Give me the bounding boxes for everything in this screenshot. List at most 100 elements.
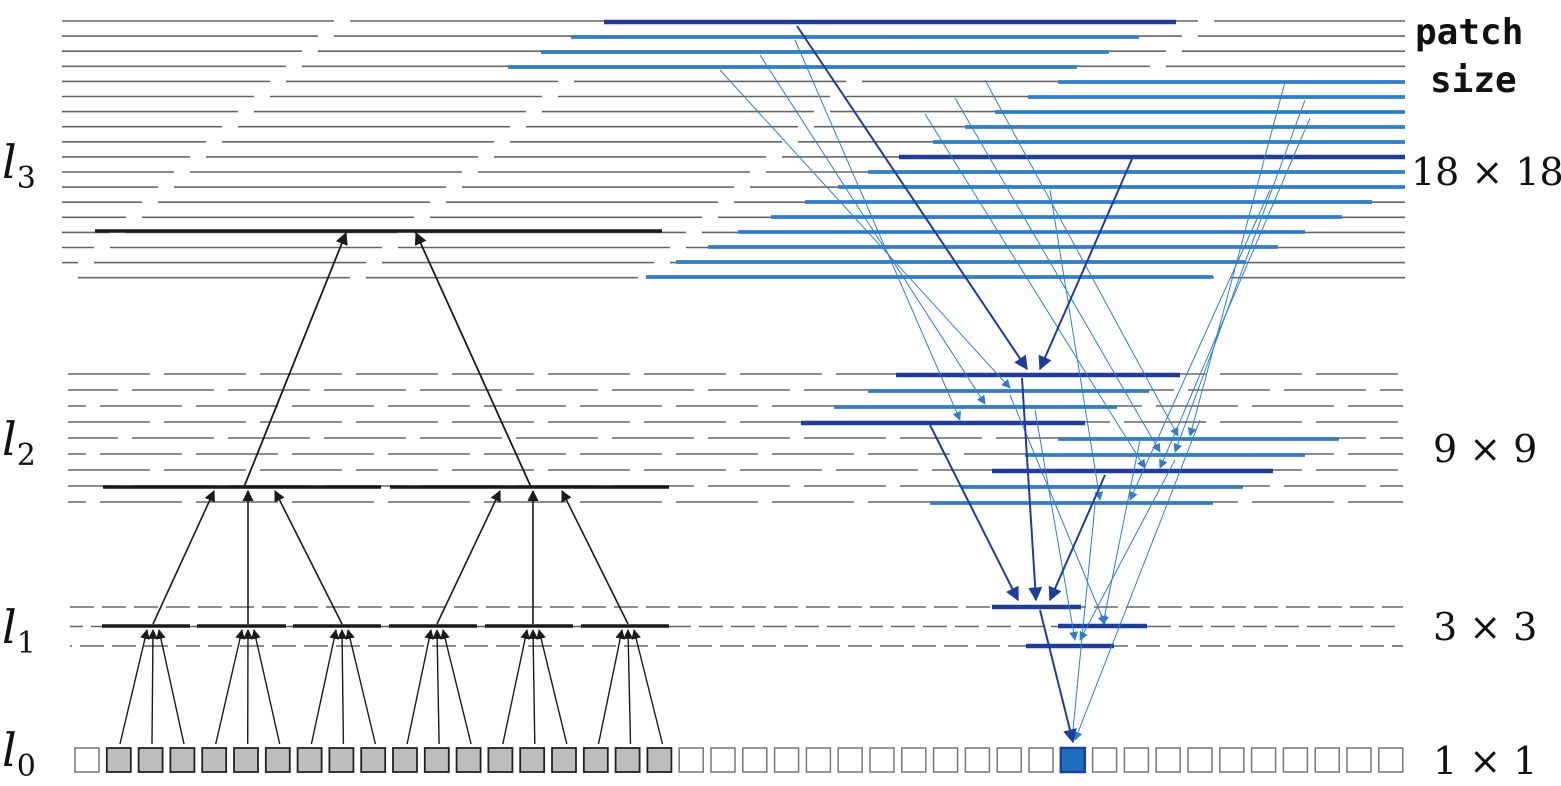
black-arrow [440,629,472,745]
black-arrow [156,629,185,745]
pixel-cell [1378,747,1404,773]
blue-thin-arrow [954,97,1161,453]
black-arrow [536,629,568,745]
patch-size-l2: 9 × 9 [1433,427,1537,471]
blue-thin-arrow [1100,439,1141,625]
black-arrow [528,629,539,745]
blue-thin-arrow [924,113,1146,469]
blue-thin-arrow [794,39,961,421]
blue-thin-arrow [1187,81,1286,437]
blue-thin-arrow [1129,189,1271,501]
blue-thin-arrow [1068,504,1096,741]
pixel-cell-selected [582,747,609,773]
pixel-cell [773,747,800,773]
patch-size-title-line2: size [1430,60,1517,101]
pixel-cell-selected [296,747,323,773]
black-patch-tree [95,229,669,745]
pixel-cell-selected [264,747,291,773]
blue-thin-arrow [1073,419,1201,741]
background-patch-lines [62,20,1405,647]
pixel-cell [742,747,768,773]
patch-size-l0: 1 × 1 [1433,739,1537,783]
blue-thin-arrow [1079,459,1176,641]
black-arrow [337,629,348,745]
level-label-l1: l1 [2,600,36,661]
black-arrow [215,629,245,745]
blue-dark-arrow [929,424,1019,602]
black-arrow [345,629,377,745]
pixel-cell-selected [392,747,418,773]
black-arrow [148,629,158,745]
black-arrow [502,629,530,745]
pixel-cell [837,747,863,773]
pixel-cell [1091,747,1118,773]
blue-dark-arrow [796,25,1028,371]
level-label-l2: l2 [2,412,36,473]
pixel-cell [869,747,895,773]
blue-thin-arrow [1049,189,1104,501]
pixel-cell [1028,747,1054,773]
pixel-cell-selected [169,747,196,773]
pixel-cell [1219,747,1245,773]
black-arrow [631,629,664,745]
black-arrow [274,489,343,625]
pixel-cell-selected [360,747,387,773]
pixel-cell-selected [105,747,132,773]
pixel-cell [805,747,832,773]
black-arrow [597,629,626,745]
pixel-cell [1314,747,1340,773]
pixel-cell-selected [646,747,673,773]
black-arrow [406,629,434,745]
level-label-l0: l0 [2,723,36,784]
pixel-cell [901,747,927,773]
pixel-cell-selected [487,747,514,773]
black-arrow [251,629,281,745]
pixel-cell-selected [614,747,641,773]
blue-dark-arrow [1039,609,1077,744]
pixel-cell-selected [233,747,259,773]
pixel-cell [1155,747,1181,773]
blue-dark-arrow [1021,377,1043,602]
pixel-cell-target [1059,746,1087,774]
black-arrow [119,629,150,745]
pixel-cell [964,747,991,773]
black-arrow [243,231,348,488]
blue-thin-arrow [1159,117,1311,469]
black-arrow [152,489,215,625]
pixel-cell [996,747,1022,773]
pixel-row-l0 [74,746,1404,774]
blue-thin-arrow [719,69,1011,389]
blue-thin-arrow [1034,409,1079,641]
blue-dark-arrow [1048,474,1106,602]
blue-patch-tree [508,19,1405,744]
blue-thin-arrow [984,79,1179,437]
pixel-cell [678,747,704,773]
black-arrow [414,231,532,488]
blue-thin-arrow [1173,99,1306,453]
pixel-cell [1187,747,1213,773]
pixel-cell [710,747,736,773]
pixel-cell [74,747,100,773]
black-arrow [310,629,339,745]
black-arrow [436,489,501,625]
pixel-cell-selected [137,747,164,773]
pixel-cell [932,747,959,773]
pixel-cell-selected [551,747,577,773]
pixel-cell [1282,747,1309,773]
patch-size-l1: 3 × 3 [1433,605,1537,649]
pixel-cell [1346,747,1372,773]
pixel-cell-selected [328,747,355,773]
black-arrow [432,629,443,745]
pixel-cell-selected [423,747,450,773]
blue-thin-arrow [759,54,986,405]
pixel-cell-selected [201,747,228,773]
pixel-cell [1250,747,1277,773]
pixel-cell-selected [455,747,482,773]
pixel-cell-selected [519,747,546,773]
patch-size-title-line1: patch [1415,12,1523,53]
patch-size-l3: 18 × 18 [1411,150,1561,194]
pixel-cell [1123,747,1150,773]
level-label-l3: l3 [2,135,36,196]
blue-dark-arrow [1038,158,1133,371]
